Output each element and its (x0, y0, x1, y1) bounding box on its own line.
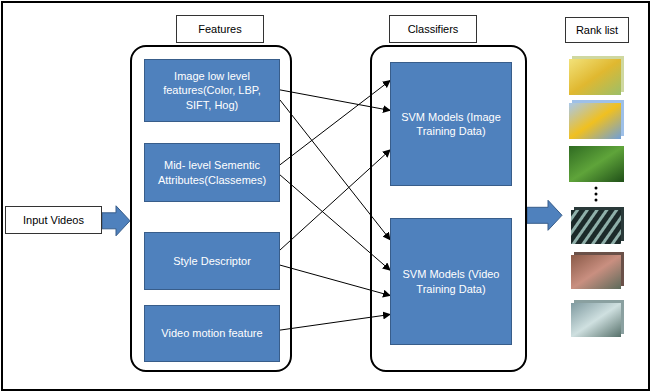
feature-arrow (280, 81, 390, 165)
group-heading: Features (176, 15, 264, 43)
box-label: SVM Models (Video Training Data) (397, 267, 505, 296)
group-heading: Rank list (565, 17, 629, 43)
classifier-group: ClassifiersSVM Models (Image Training Da… (370, 45, 527, 372)
group-heading: Classifiers (389, 15, 477, 43)
feature-box: Mid- level Sementic Attributes(Classemes… (144, 143, 280, 202)
feature-arrow (280, 150, 390, 250)
classifier-box: SVM Models (Video Training Data) (390, 218, 512, 345)
flow-arrow (102, 206, 130, 236)
classifier-box: SVM Models (Image Training Data) (390, 62, 512, 186)
flow-arrow (527, 200, 562, 230)
feature-arrow (280, 100, 390, 240)
box-label: Image low level features(Color, LBP, SIF… (151, 69, 273, 112)
box-label: Video motion feature (161, 326, 262, 340)
feature-box: Style Descriptor (144, 232, 280, 290)
input-box: Input Videos (5, 206, 102, 234)
box-label: SVM Models (Image Training Data) (397, 110, 505, 139)
rank-list: Rank list (562, 45, 632, 345)
feature-arrow (280, 315, 390, 331)
feature-box: Video motion feature (144, 305, 280, 362)
feature-arrow (280, 175, 390, 270)
feature-group: FeaturesImage low level features(Color, … (130, 45, 292, 372)
box-label: Mid- level Sementic Attributes(Classemes… (151, 158, 273, 187)
feature-arrow (280, 265, 390, 295)
box-label: Style Descriptor (173, 254, 251, 268)
feature-box: Image low level features(Color, LBP, SIF… (144, 59, 280, 122)
box-label: Input Videos (23, 214, 84, 226)
